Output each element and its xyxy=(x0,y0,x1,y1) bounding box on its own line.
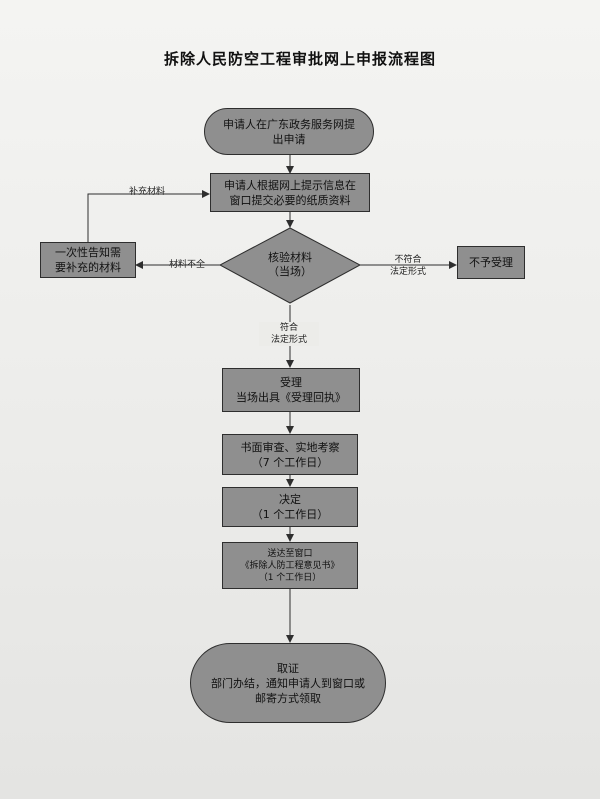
edge-label-compliant: 符合 法定形式 xyxy=(259,322,319,346)
review-node: 书面审查、实地考察 （7 个工作日） xyxy=(222,434,358,475)
submit-materials-line-2: 窗口提交必要的纸质资料 xyxy=(229,193,351,207)
notify-node-line-1: 一次性告知需 xyxy=(55,246,121,259)
verify-diamond xyxy=(218,227,362,304)
submit-materials-line-1: 申请人根据网上提示信息在 xyxy=(224,178,356,192)
deliver-node-line-1: 送达至窗口 xyxy=(267,548,313,559)
deliver-node-line-2: 《拆除人防工程意见书》 xyxy=(240,560,340,571)
submit-materials-node: 申请人根据网上提示信息在 窗口提交必要的纸质资料 xyxy=(210,173,370,212)
pickup-node-line-2: 部门办结，通知申请人到窗口或 xyxy=(211,676,365,690)
decision-node-line-2: （1 个工作日） xyxy=(251,508,329,521)
start-node-line-1: 申请人在广东政务服务网提 xyxy=(223,117,355,131)
edge-label-supplement: 补充材料 xyxy=(128,187,165,197)
edge-label-incomplete: 材料不全 xyxy=(168,260,205,270)
edge-label-not-compliant-line-1: 不符合 xyxy=(394,255,422,265)
notify-node-line-2: 要补充的材料 xyxy=(55,261,121,274)
start-node-line-2: 出申请 xyxy=(272,132,306,146)
edge-label-compliant-line-1: 符合 xyxy=(279,323,298,333)
reject-node: 不予受理 xyxy=(457,246,525,279)
review-node-line-2: （7 个工作日） xyxy=(251,455,329,469)
pickup-node-line-3: 邮寄方式领取 xyxy=(255,691,321,705)
decision-node: 决定 （1 个工作日） xyxy=(222,487,358,527)
accept-node-line-1: 受理 xyxy=(280,376,302,389)
review-node-line-1: 书面审查、实地考察 xyxy=(240,440,340,454)
accept-node: 受理 当场出具《受理回执》 xyxy=(222,368,360,412)
start-node: 申请人在广东政务服务网提 出申请 xyxy=(204,108,374,155)
reject-node-label: 不予受理 xyxy=(469,256,513,269)
diagram-title: 拆除人民防空工程审批网上申报流程图 xyxy=(163,50,436,68)
edge-label-compliant-line-2: 法定形式 xyxy=(270,335,307,345)
edge-label-not-compliant: 不符合 法定形式 xyxy=(378,254,438,278)
verify-node-line-2: （当场） xyxy=(268,265,312,278)
edge-notify-submit xyxy=(87,190,210,242)
pickup-node: 取证 部门办结，通知申请人到窗口或 邮寄方式领取 xyxy=(190,643,386,723)
verify-node-text: 核验材料 （当场） xyxy=(240,251,340,279)
notify-node: 一次性告知需 要补充的材料 xyxy=(40,242,136,278)
verify-node-line-1: 核验材料 xyxy=(268,251,312,264)
edge-label-not-compliant-line-2: 法定形式 xyxy=(389,267,426,277)
pickup-node-line-1: 取证 xyxy=(277,661,299,675)
deliver-node: 送达至窗口 《拆除人防工程意见书》 （1 个工作日） xyxy=(222,542,358,589)
accept-node-line-2: 当场出具《受理回执》 xyxy=(236,391,346,404)
deliver-node-line-3: （1 个工作日） xyxy=(258,572,322,583)
decision-node-line-1: 决定 xyxy=(279,493,301,506)
